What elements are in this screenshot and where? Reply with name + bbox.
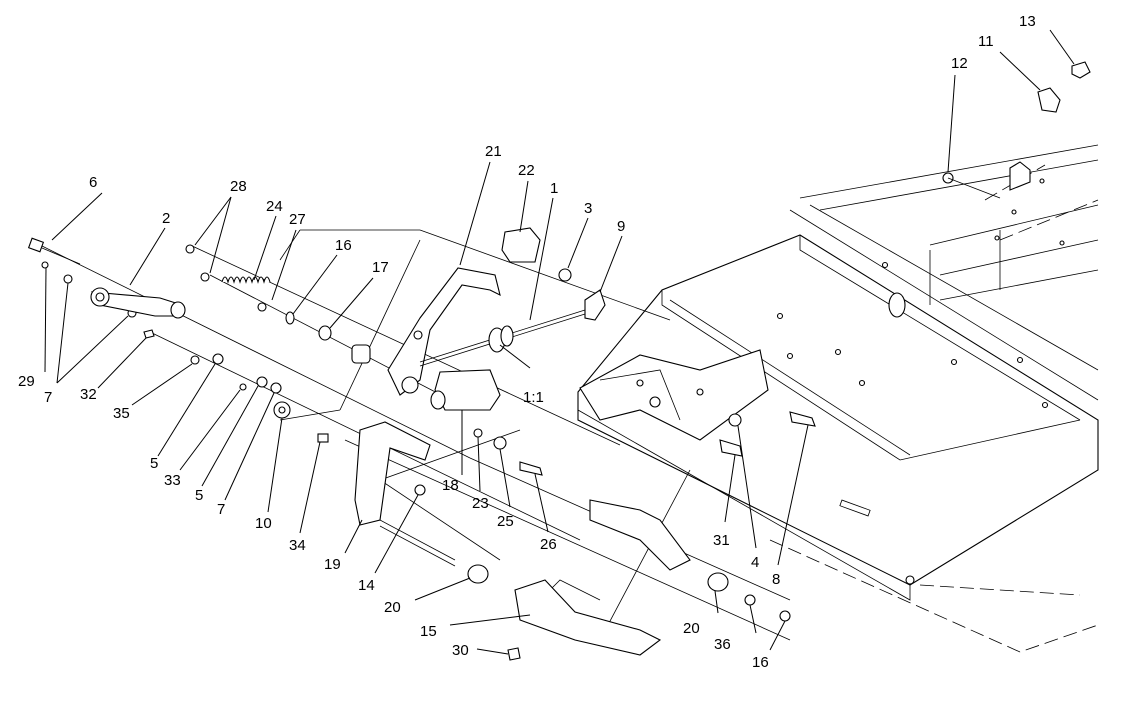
callout-25: 25 — [497, 513, 514, 530]
callout-8: 8 — [772, 571, 780, 588]
callout-33: 33 — [164, 472, 181, 489]
callout-7a: 7 — [44, 389, 52, 406]
callout-35: 35 — [113, 405, 130, 422]
assembly-centerlines — [39, 229, 791, 641]
part-washer-25 — [493, 436, 507, 450]
part-spacer-34 — [317, 433, 329, 443]
part-pedal-15 — [514, 579, 662, 656]
part-bushing-20b — [707, 572, 729, 592]
part-nut-27 — [257, 302, 267, 312]
part-spacer-17 — [318, 325, 332, 341]
callout-14: 14 — [358, 577, 375, 594]
callout-29: 29 — [18, 373, 35, 390]
part-nut-23 — [473, 428, 483, 438]
callout-10: 10 — [255, 515, 272, 532]
part-bushing — [351, 344, 371, 364]
part-nut-5b — [256, 376, 268, 388]
part-clip-16b — [779, 610, 791, 622]
callout-34: 34 — [289, 537, 306, 554]
part-bushing-20a — [467, 564, 489, 584]
callout-16a: 16 — [335, 237, 352, 254]
part-nut-4 — [728, 413, 742, 427]
callout-15: 15 — [420, 623, 437, 640]
part-spring-24 — [221, 276, 271, 284]
part-nut-5a — [212, 353, 224, 365]
part-pad-18 — [434, 369, 501, 411]
callout-26: 26 — [540, 536, 557, 553]
part-center-bracket — [589, 499, 691, 571]
callout-31: 31 — [713, 532, 730, 549]
part-washer-7a — [63, 274, 73, 284]
part-pedal-19 — [354, 421, 431, 526]
callout-5a: 5 — [150, 455, 158, 472]
part-washer-36 — [744, 594, 756, 606]
callout-22: 22 — [518, 162, 535, 179]
callout-17: 17 — [372, 259, 389, 276]
part-rod-end-2 — [90, 287, 186, 319]
part-bracket-9 — [584, 289, 606, 321]
callout-24: 24 — [266, 198, 283, 215]
part-cable-1 — [419, 309, 586, 367]
callout-28: 28 — [230, 178, 247, 195]
part-washer-7c — [270, 382, 282, 394]
part-nut-14 — [414, 484, 426, 496]
frame-assembly — [577, 144, 1099, 653]
callout-30: 30 — [452, 642, 469, 659]
callout-20b: 20 — [683, 620, 700, 637]
callout-20a: 20 — [384, 599, 401, 616]
callout-7b: 7 — [217, 501, 225, 518]
callout-9: 9 — [617, 218, 625, 235]
callout-labels: 1 2 3 4 5 5 6 7 7 8 9 10 11 12 13 14 15 … — [18, 13, 1036, 671]
callout-21: 21 — [485, 143, 502, 160]
part-bolt-8 — [789, 411, 816, 427]
callout-6: 6 — [89, 174, 97, 191]
part-bolt-6 — [27, 237, 81, 265]
part-bolt-32 — [143, 329, 155, 339]
part-nut-28a — [185, 244, 195, 254]
part-rod-end-10 — [273, 401, 291, 419]
callout-27: 27 — [289, 211, 306, 228]
part-clamp-11 — [1037, 87, 1061, 113]
part-nut-28b — [200, 272, 210, 282]
parts — [27, 61, 1091, 661]
callout-36: 36 — [714, 636, 731, 653]
part-washer-16a — [285, 311, 295, 325]
callout-1: 1 — [550, 180, 558, 197]
callout-5b: 5 — [195, 487, 203, 504]
leader-lines — [44, 29, 1075, 655]
callout-4: 4 — [751, 554, 759, 571]
part-washer-33 — [239, 383, 247, 391]
part-washer-29 — [41, 261, 49, 269]
scale-note: 1:1 — [523, 389, 544, 406]
callout-2: 2 — [162, 210, 170, 227]
part-nut-3 — [558, 268, 572, 282]
callout-11: 11 — [978, 33, 994, 50]
part-bolt-13 — [1071, 61, 1091, 79]
callout-13: 13 — [1019, 13, 1036, 30]
callout-3: 3 — [584, 200, 592, 217]
callout-23: 23 — [472, 495, 489, 512]
callout-19: 19 — [324, 556, 341, 573]
callout-12: 12 — [951, 55, 968, 72]
part-pad-22 — [501, 227, 541, 263]
callout-32: 32 — [80, 386, 97, 403]
callout-16b: 16 — [752, 654, 769, 671]
part-lever-21 — [387, 267, 501, 396]
part-pin-26 — [519, 461, 543, 476]
part-fitting-30 — [507, 647, 521, 661]
part-washer-35 — [190, 355, 200, 365]
callout-18: 18 — [442, 477, 459, 494]
